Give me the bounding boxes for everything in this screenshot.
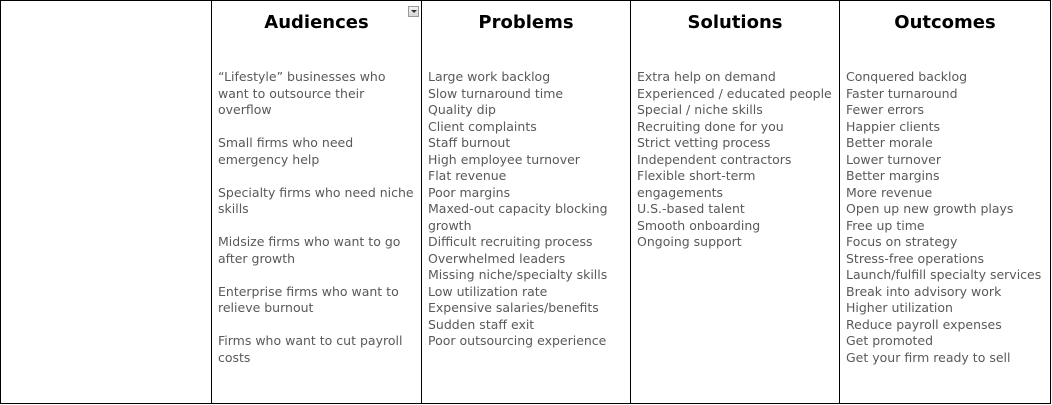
list-item: Client complaints xyxy=(428,118,537,134)
audiences-column[interactable]: Audiences “Lifestyle” businesses who wan… xyxy=(211,0,422,404)
list-item: Enterprise firms who want to relieve bur… xyxy=(218,283,399,316)
list-item: Small firms who need emergency help xyxy=(218,135,354,167)
list-item: Stress-free operations xyxy=(846,250,985,266)
list-item: “Lifestyle” businesses who want to outso… xyxy=(218,69,386,117)
list-item: Low utilization rate xyxy=(428,283,548,299)
problems-header: Problems xyxy=(478,12,574,33)
filter-dropdown-icon[interactable] xyxy=(408,6,419,17)
list-item: High employee turnover xyxy=(428,151,580,167)
list-item: Ongoing support xyxy=(637,234,742,249)
list-item: Midsize firms who want to go after growt… xyxy=(218,234,401,266)
list-item: Recruiting done for you xyxy=(637,118,784,134)
list-item: Sudden staff exit xyxy=(428,316,535,332)
list-item: Flat revenue xyxy=(428,168,507,183)
list-item: Independent contractors xyxy=(637,151,792,167)
list-item: Missing niche/specialty skills xyxy=(428,267,608,282)
list-item: Extra help on demand xyxy=(637,69,776,84)
list-item: Strict vetting process xyxy=(637,135,771,150)
list-item: Poor outsourcing experience xyxy=(428,333,607,348)
list-item: Fewer errors xyxy=(846,102,924,117)
list-item: Happier clients xyxy=(846,118,941,134)
list-item: Open up new growth plays xyxy=(846,201,1014,216)
list-item: Higher utilization xyxy=(846,300,953,315)
list-item: Quality dip xyxy=(428,102,496,117)
list-item: Special / niche skills xyxy=(637,102,763,117)
list-item: Poor margins xyxy=(428,184,511,200)
list-item: Difficult recruiting process xyxy=(428,234,593,249)
list-item: Get promoted xyxy=(846,333,934,348)
list-item: Large work backlog xyxy=(428,69,551,84)
empty-cell[interactable] xyxy=(0,0,212,404)
list-item: Better morale xyxy=(846,135,933,150)
list-item: Specialty firms who need niche skills xyxy=(218,184,414,217)
list-item: Expensive salaries/benefits xyxy=(428,300,599,315)
outcomes-header: Outcomes xyxy=(894,12,996,33)
list-item: Overwhelmed leaders xyxy=(428,250,566,266)
list-item: Break into advisory work xyxy=(846,283,1002,299)
list-item: Slow turnaround time xyxy=(428,85,564,101)
list-item: Firms who want to cut payroll costs xyxy=(218,333,403,365)
audiences-header: Audiences xyxy=(264,12,369,33)
list-item: Better margins xyxy=(846,168,940,183)
list-item: Lower turnover xyxy=(846,151,941,167)
list-item: More revenue xyxy=(846,184,933,200)
list-item: Experienced / educated people xyxy=(637,85,832,101)
list-item: Get your firm ready to sell xyxy=(846,349,1011,365)
list-item: Launch/fulfill specialty services xyxy=(846,267,1042,282)
solutions-header: Solutions xyxy=(687,12,783,33)
list-item: Maxed-out capacity blocking growth xyxy=(428,201,608,233)
list-item: Focus on strategy xyxy=(846,234,958,249)
list-item: Conquered backlog xyxy=(846,69,968,84)
list-item: Smooth onboarding xyxy=(637,217,761,233)
list-item: Faster turnaround xyxy=(846,85,958,101)
list-item: Reduce payroll expenses xyxy=(846,316,1002,332)
list-item: Flexible short-term engagements xyxy=(637,168,756,200)
audiences-list: “Lifestyle” businesses who want to outso… xyxy=(213,69,421,366)
list-item: Free up time xyxy=(846,217,925,233)
list-item: U.S.-based talent xyxy=(637,201,745,216)
list-item: Staff burnout xyxy=(428,135,511,150)
